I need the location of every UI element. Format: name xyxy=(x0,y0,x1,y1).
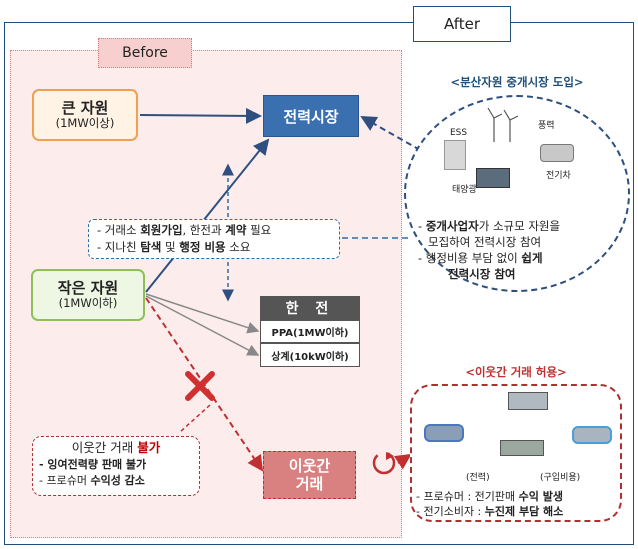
small-resource-size: (1MW이하) xyxy=(58,296,118,311)
barrier-note: - 거래소 회원가입, 한전과 계약 필요 - 지나친 탐색 및 행정 비용 소… xyxy=(88,219,340,259)
house-center-image xyxy=(500,440,544,456)
wind-label: 풍력 xyxy=(538,121,555,131)
broker-desc-line-2: 모집하여 전력시장 참여 xyxy=(428,235,542,249)
wind-turbine-image xyxy=(487,107,519,142)
after-frame xyxy=(4,22,634,545)
broker-desc-line-4: 전력시장 참여 xyxy=(448,267,516,281)
broker-market-description: - 중개사업자가 소규모 자원을 모집하여 전력시장 참여 - 행정비용 부담 … xyxy=(418,218,618,282)
benefit-line-1: - 프로슈머 : 전기판매 수익 발생 xyxy=(416,490,563,503)
big-to-market-line xyxy=(139,107,262,124)
neighbor-trade-node: 이웃간 거래 xyxy=(263,451,356,499)
house-right-image xyxy=(572,426,612,444)
before-label: Before xyxy=(98,38,192,68)
broker-desc-line-1: - 중개사업자가 소규모 자원을 xyxy=(418,219,561,233)
small-to-market-line xyxy=(145,138,270,293)
after-label: After xyxy=(413,6,511,42)
house-top-image xyxy=(508,392,548,410)
legend-purchase-cost: (구입비용) xyxy=(540,473,581,483)
neighbor-trade-blocked-note: 이웃간 거래 불가 - 잉여전력량 판매 불가 - 프로슈머 수익성 감소 xyxy=(32,436,200,496)
barrier-line-2: - 지나친 탐색 및 행정 비용 소요 xyxy=(97,240,251,254)
barrier-line-1: - 거래소 회원가입, 한전과 계약 필요 xyxy=(97,223,272,237)
broker-to-market-line xyxy=(360,116,421,151)
solar-panel-image xyxy=(476,168,510,188)
legend-power: (전력) xyxy=(466,473,490,483)
neighbor-trade-line-1: 이웃간 xyxy=(288,457,331,475)
small-resource-name: 작은 자원 xyxy=(57,279,119,298)
small-resource-node: 작은 자원 (1MW이하) xyxy=(31,269,145,321)
solar-label: 태양광 xyxy=(452,185,477,195)
neighbor-to-allowed-line xyxy=(393,453,412,470)
recycle-icon xyxy=(372,451,396,475)
small-to-offset-line xyxy=(145,295,260,356)
kepco-offset: 상계(10kW이하) xyxy=(260,343,360,367)
power-market-node: 전력시장 xyxy=(263,95,359,137)
broker-market-circle xyxy=(404,95,630,292)
big-resource-node: 큰 자원 (1MW이상) xyxy=(32,89,138,141)
small-to-ppa-line xyxy=(145,293,260,334)
neighbor-note-title: 이웃간 거래 불가 xyxy=(71,440,161,455)
broker-market-title: <분산자원 중개시장 도입> xyxy=(405,74,629,92)
house-left-image xyxy=(424,424,464,442)
big-resource-name: 큰 자원 xyxy=(61,99,109,118)
blocked-x-icon xyxy=(185,371,215,401)
big-resource-size: (1MW이상) xyxy=(55,116,115,131)
neighbor-trade-line-2: 거래 xyxy=(295,475,324,493)
ess-label: ESS xyxy=(450,128,468,138)
kepco-title: 한 전 xyxy=(260,296,360,320)
benefit-line-2: - 전기소비자 : 누진제 부담 해소 xyxy=(416,505,564,518)
kepco-ppa: PPA(1MW이하) xyxy=(260,320,360,343)
neighbor-note-line-2: - 프로슈머 수익성 감소 xyxy=(39,474,145,487)
x-to-note-line xyxy=(179,404,211,433)
ess-cabinet-image xyxy=(444,140,466,170)
ev-label: 전기차 xyxy=(546,171,571,181)
neighbor-note-line-1: - 잉여전력량 판매 불가 xyxy=(39,458,147,471)
neighbor-trade-allowed-title: <이웃간 거래 허용> xyxy=(430,364,602,382)
neighbor-trade-benefits: - 프로슈머 : 전기판매 수익 발생 - 전기소비자 : 누진제 부담 해소 xyxy=(416,489,621,519)
broker-desc-line-3: - 행정비용 부담 없이 쉽게 xyxy=(418,251,543,265)
ev-car-image xyxy=(540,144,574,162)
